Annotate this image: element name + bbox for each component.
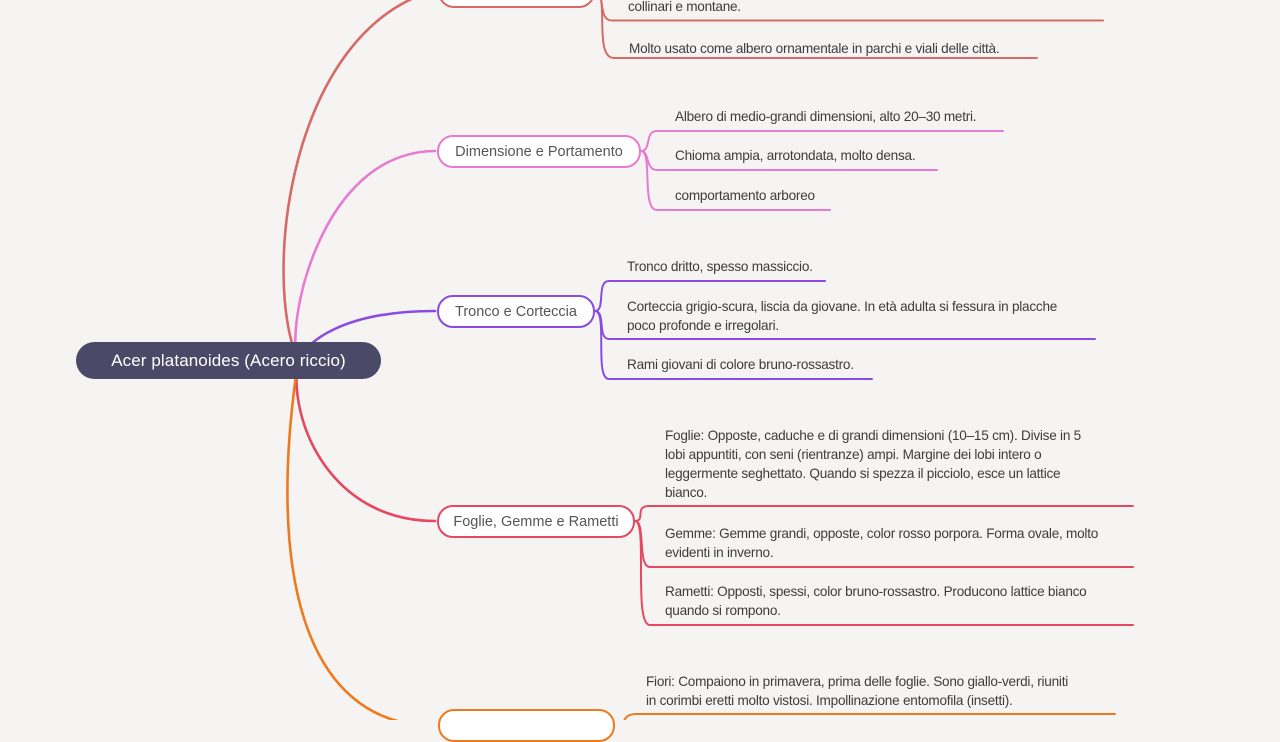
branch-node-5-cutoff[interactable] (438, 709, 615, 742)
link-root-branch-5 (286, 360, 400, 720)
branch-node-3-label: Tronco e Corteccia (455, 303, 577, 320)
root-node-label: Acer platanoides (Acero riccio) (111, 350, 346, 370)
child-topic[interactable]: Fiori: Compaiono in primavera, prima del… (646, 674, 1068, 708)
child-topic[interactable]: Corteccia grigio-scura, liscia da giovan… (627, 299, 1058, 333)
mindmap-canvas: Dimensione e Portamento Tronco e Cortecc… (76, 0, 1134, 742)
child-topic[interactable]: collinari e montane. (628, 0, 741, 14)
branch-node-1-cutoff[interactable] (438, 0, 595, 8)
child-topic[interactable]: Rami giovani di colore bruno-rossastro. (627, 357, 854, 372)
child-topic[interactable]: comportamento arboreo (675, 188, 815, 203)
branch-node-4-label: Foglie, Gemme e Rametti (453, 513, 619, 530)
link-root-branch-2 (294, 149, 437, 362)
child-topic[interactable]: Gemme: Gemme grandi, opposte, color ross… (665, 526, 1099, 560)
root-node[interactable]: Acer platanoides (Acero riccio) (76, 342, 381, 379)
child-topic[interactable]: Foglie: Opposte, caduche e di grandi dim… (665, 428, 1081, 500)
child-topic[interactable]: Molto usato come albero ornamentale in p… (629, 41, 1000, 56)
child-topic[interactable]: Tronco dritto, spesso massiccio. (627, 259, 813, 274)
branch-node-2-label: Dimensione e Portamento (455, 143, 623, 160)
branch-node-tronco-e-corteccia[interactable]: Tronco e Corteccia (437, 295, 595, 328)
link-underline-b5c1 (623, 713, 1116, 720)
child-topic[interactable]: Albero di medio-grandi dimensioni, alto … (675, 109, 977, 124)
child-topic[interactable]: Rametti: Opposti, spessi, color bruno-ro… (665, 584, 1087, 618)
child-topic[interactable]: Chioma ampia, arrotondata, molto densa. (675, 148, 916, 163)
link-root-branch-4 (295, 360, 437, 523)
branch-node-dimensione-e-portamento[interactable]: Dimensione e Portamento (437, 135, 641, 168)
link-underline-b4c1 (634, 505, 1134, 522)
branch-node-foglie-gemme-e-rametti[interactable]: Foglie, Gemme e Rametti (437, 505, 635, 538)
link-root-branch-1 (282, 0, 414, 362)
